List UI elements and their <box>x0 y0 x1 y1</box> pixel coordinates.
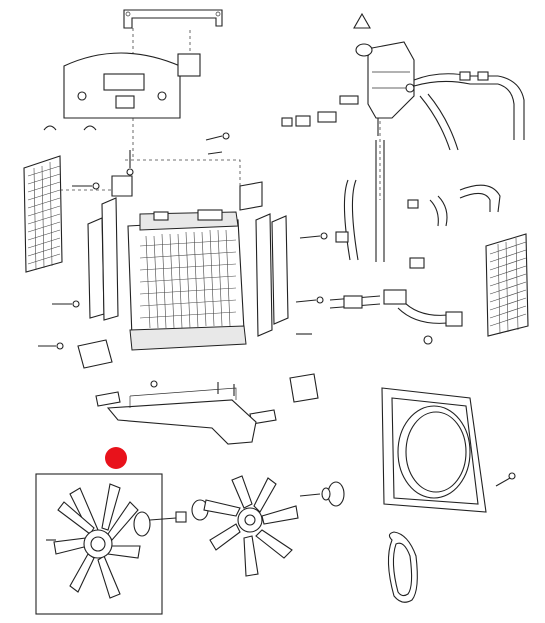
lower-cross-member <box>106 387 257 445</box>
expansion-tank <box>355 41 415 136</box>
fan-shroud <box>381 387 487 513</box>
fan-pulley <box>299 481 345 507</box>
upper-shroud-panel <box>63 52 201 119</box>
mounting-bolts <box>38 132 516 487</box>
warning-triangle-icon <box>353 12 371 29</box>
side-brackets <box>87 175 289 337</box>
cooling-fan-exploded <box>203 475 299 577</box>
right-side-grille <box>485 233 529 337</box>
top-mounting-bracket <box>123 9 223 29</box>
fan-detail-box <box>35 473 163 615</box>
v-belt <box>387 531 418 603</box>
hose-fittings <box>281 71 489 345</box>
hose-clips-left <box>43 125 97 131</box>
red-dot-marker <box>105 447 127 469</box>
left-side-grille <box>23 155 63 273</box>
cooling-fan-boxed <box>46 483 141 599</box>
radiator-core <box>127 209 247 351</box>
